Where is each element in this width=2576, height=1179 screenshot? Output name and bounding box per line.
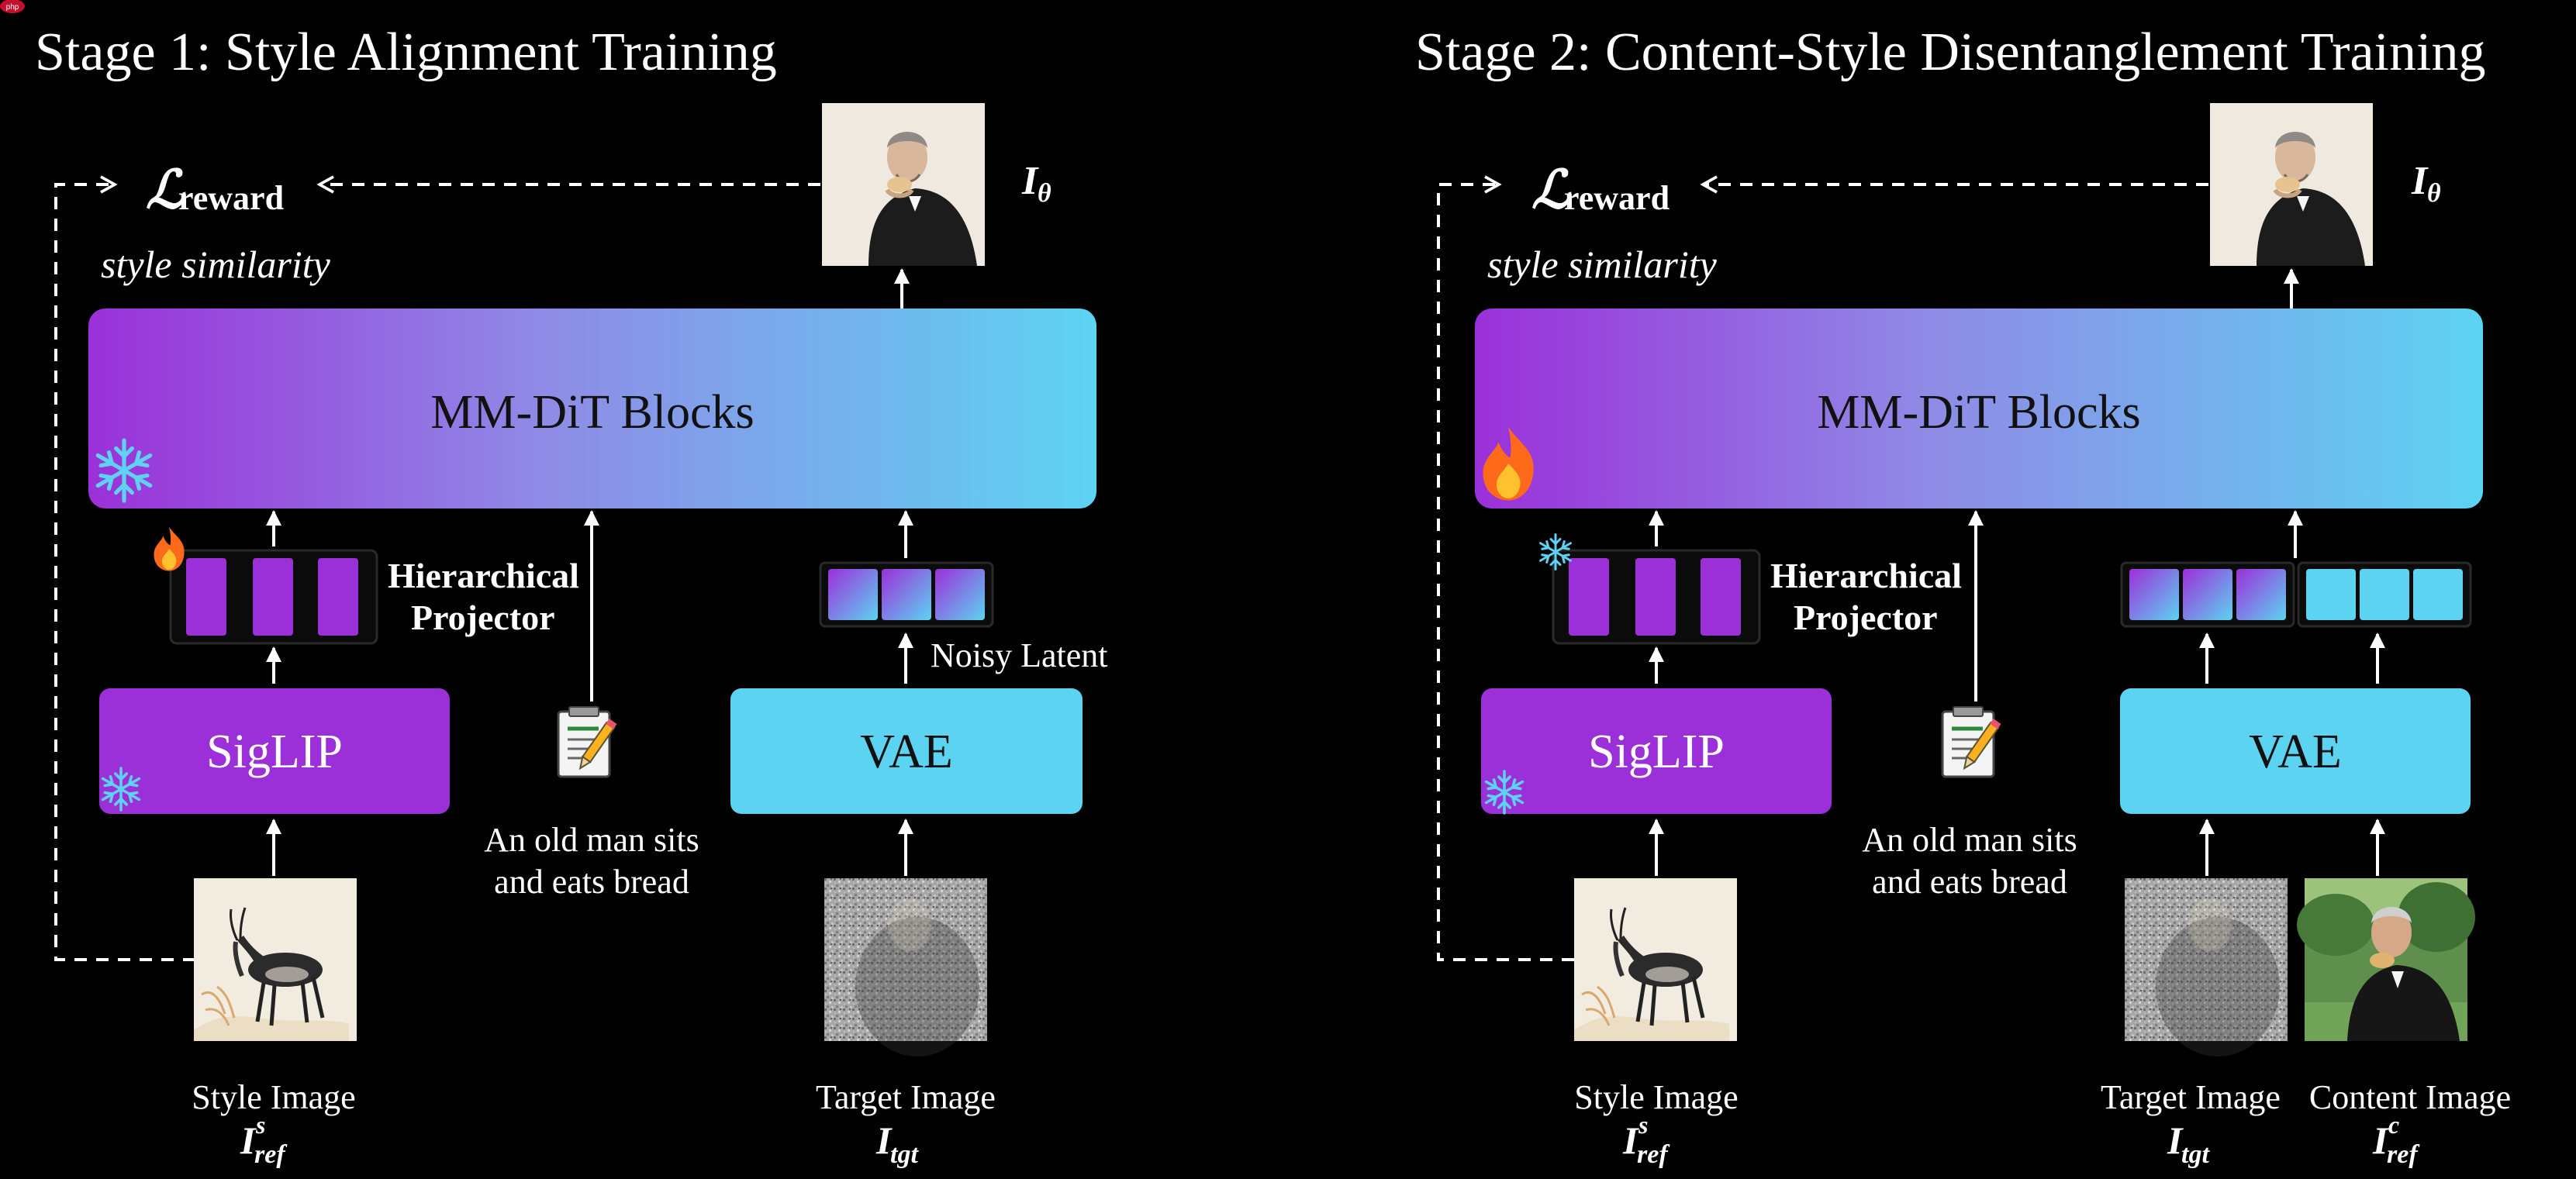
stage1-style-similarity: style similarity <box>101 243 331 286</box>
svg-text:s: s <box>255 1111 265 1139</box>
stage2-content-latent-token <box>2413 569 2463 620</box>
stage2-output-label: I θ <box>2411 159 2441 208</box>
stage1-siglip-label: SigLIP <box>206 726 343 778</box>
stage1-style-image-symbol: I s ref <box>240 1111 288 1169</box>
stage1-title: Stage 1: Style Alignment Training <box>35 22 777 82</box>
stage1-mmdit-block <box>88 309 1096 508</box>
stage2-content-image-label: Content Image <box>2309 1078 2511 1116</box>
stage2-projector-token <box>1569 558 1609 636</box>
stage2-target-latent-token <box>2236 569 2286 620</box>
stage1-style-image <box>194 878 357 1041</box>
svg-text:reward: reward <box>1564 179 1670 217</box>
svg-text:I: I <box>2411 159 2429 203</box>
stage2-style-image-label: Style Image <box>1574 1078 1738 1116</box>
stage2-content-latent-token <box>2360 569 2409 620</box>
stage1-target-image-symbol: I tgt <box>875 1119 919 1169</box>
svg-text:tgt: tgt <box>890 1140 919 1169</box>
stage2-style-similarity: style similarity <box>1487 243 1718 286</box>
stage2-siglip-block <box>1481 688 1832 814</box>
stage1-panel: Stage 1: Style Alignment Training ℒ rewa… <box>35 22 1108 1169</box>
stage1-vae-block <box>730 688 1083 814</box>
stage2-style-image-symbol: I s ref <box>1622 1111 1670 1169</box>
stage1-projector-token <box>253 558 293 636</box>
stage1-output-label: I θ <box>1021 159 1051 208</box>
stage1-vae-label: VAE <box>860 726 952 778</box>
stage2-mmdit-label: MM-DiT Blocks <box>1817 386 2140 439</box>
stage1-projector-label-1: Hierarchical <box>388 556 579 595</box>
stage1-mmdit-label: MM-DiT Blocks <box>430 386 754 439</box>
stage2-prompt-line-2: and eats bread <box>1872 863 2067 901</box>
svg-text:I: I <box>1622 1119 1639 1162</box>
stage2-panel: Stage 2: Content-Style Disentanglement T… <box>1415 22 2511 1169</box>
stage1-prompt-line-2: and eats bread <box>494 863 689 901</box>
svg-text:reward: reward <box>178 179 284 217</box>
stage1-target-image <box>824 878 987 1057</box>
svg-text:c: c <box>2388 1111 2399 1139</box>
svg-text:tgt: tgt <box>2181 1140 2210 1169</box>
stage1-prompt-line-1: An old man sits <box>484 821 699 859</box>
stage2-projector-token <box>1701 558 1741 636</box>
stage1-output-image <box>822 103 985 266</box>
stage2-mmdit-block <box>1475 309 2483 508</box>
svg-text:s: s <box>1638 1111 1648 1139</box>
stage1-siglip-block <box>99 688 450 814</box>
svg-text:ℒ: ℒ <box>1531 160 1572 219</box>
stage1-projector-token <box>186 558 226 636</box>
stage1-projector-label-2: Projector <box>411 598 555 637</box>
stage2-target-latent-token <box>2183 569 2232 620</box>
stage2-projector-token <box>1635 558 1676 636</box>
stage2-content-latent-token <box>2306 569 2356 620</box>
stage1-reward-feedback-line <box>54 175 195 961</box>
corner-badge: php <box>0 0 25 13</box>
stage1-latent-token <box>935 569 985 620</box>
stage1-prompt-notepad-icon <box>558 707 617 777</box>
stage1-latent-token <box>882 569 931 620</box>
stage2-content-image-symbol: I c ref <box>2372 1111 2420 1169</box>
stage2-projector-label-2: Projector <box>1794 598 1938 637</box>
stage2-loss-label: ℒ reward <box>1531 160 1670 219</box>
stage1-projector-token <box>318 558 358 636</box>
stage1-noisy-latent-label: Noisy Latent <box>931 636 1108 674</box>
svg-text:php: php <box>6 3 19 12</box>
stage2-output-image <box>2210 103 2373 266</box>
stage2-vae-label: VAE <box>2249 726 2341 778</box>
svg-text:I: I <box>875 1119 893 1162</box>
stage1-loss-label: ℒ reward <box>146 160 284 219</box>
stage1-projector-fire-icon <box>154 526 185 571</box>
stage2-target-image-symbol: I tgt <box>2167 1119 2210 1169</box>
svg-text:θ: θ <box>1038 179 1051 208</box>
stage2-siglip-label: SigLIP <box>1588 726 1725 778</box>
svg-text:ℒ: ℒ <box>146 160 186 219</box>
svg-text:ref: ref <box>254 1140 288 1169</box>
stage1-target-image-label: Target Image <box>816 1078 996 1116</box>
svg-text:ref: ref <box>1637 1140 1670 1169</box>
stage2-target-image-label: Target Image <box>2101 1078 2281 1116</box>
stage2-target-image <box>2125 878 2288 1057</box>
stage2-content-image <box>2297 878 2475 1041</box>
stage2-prompt-notepad-icon <box>1942 707 2001 777</box>
stage2-style-image <box>1574 878 1737 1041</box>
stage1-latent-token <box>828 569 878 620</box>
svg-text:θ: θ <box>2427 179 2441 208</box>
stage2-projector-label-1: Hierarchical <box>1770 556 1962 595</box>
stage1-style-image-label: Style Image <box>192 1078 355 1116</box>
svg-text:I: I <box>2167 1119 2184 1162</box>
stage2-reward-feedback-line <box>1437 175 1574 961</box>
svg-text:I: I <box>2372 1119 2389 1162</box>
stage2-vae-block <box>2120 688 2471 814</box>
svg-text:I: I <box>240 1119 257 1162</box>
stage2-prompt-line-1: An old man sits <box>1862 821 2077 859</box>
stage2-title: Stage 2: Content-Style Disentanglement T… <box>1415 22 2485 82</box>
stage2-target-latent-token <box>2129 569 2179 620</box>
svg-text:ref: ref <box>2387 1140 2420 1169</box>
svg-text:I: I <box>1021 159 1039 203</box>
